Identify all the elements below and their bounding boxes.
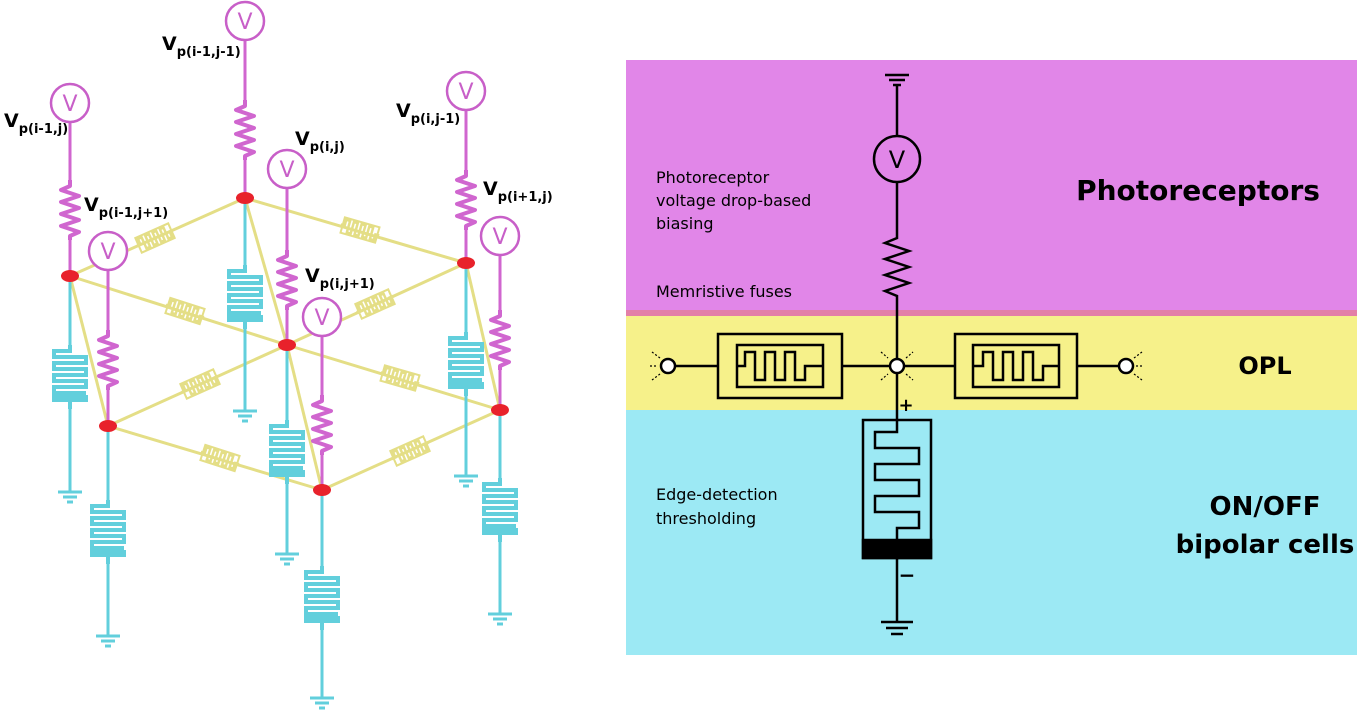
node-column-5 [302,336,342,710]
pixel-circuit-panel: Photoreceptors OPL ON/OFF bipolar cells … [626,60,1357,655]
junction-node [236,192,254,204]
photoreceptor-resistor-icon [881,230,913,366]
center-junction-node [888,357,906,375]
voltmeter-6: V [445,70,487,112]
voltmeter-symbol: V [100,240,115,265]
right-terminal-node [1117,357,1135,375]
voltmeter-symbol: V [492,225,507,250]
voltmeter-7: V [479,215,521,257]
junction-node [61,270,79,282]
node-label: Vp(i-1,j-1) [162,33,241,60]
junction-nodes [61,192,509,496]
opl-title: OPL [1238,352,1291,380]
voltmeter-1: V [49,82,91,124]
node-column-4 [267,188,307,566]
voltmeter-3: V [224,0,266,42]
junction-node [491,404,509,416]
node-column-3 [225,40,265,423]
node-column-7 [480,255,520,626]
voltmeter-icon [479,215,521,257]
photoreceptor-desc-line-1: Photoreceptor [656,168,770,187]
opl-band [626,316,1357,410]
top-ground-icon [885,73,909,136]
bipolar-band [626,410,1357,655]
photoreceptors-title: Photoreceptors [1076,174,1320,207]
junction-node [457,257,475,269]
band-divider [626,310,1357,316]
opl-memristor-left-icon [716,332,844,400]
voltmeter-symbol: V [889,146,906,174]
voltmeter-icon [49,82,91,124]
retina-grid-network: V V V V V V V [4,0,553,710]
photoreceptors-band [626,60,1357,316]
bipolar-desc-line-2: thresholding [656,509,756,528]
node-label: Vp(i-1,j) [4,110,68,137]
spark-marks [650,351,1144,381]
bipolar-desc-line-1: Edge-detection [656,485,778,504]
voltmeter-icon [87,230,129,272]
node-column-6 [446,110,486,488]
node-labels: Vp(i-1,j-1) Vp(i-1,j) Vp(i,j) Vp(i,j-1) … [4,33,553,292]
node-label: Vp(i,j+1) [305,265,375,292]
voltmeter-symbol: V [62,92,77,117]
node-column-1 [50,122,90,504]
opl-memristor-right-icon [953,332,1079,400]
node-column-2 [88,270,128,648]
voltmeter-icon [266,148,308,190]
voltmeter-symbol: V [237,10,252,35]
voltmeter-symbol: V [458,80,473,105]
node-label: Vp(i-1,j+1) [84,194,168,221]
voltmeter-icon [301,296,343,338]
pixel-circuit [659,73,1135,636]
junction-node [313,484,331,496]
junction-node [278,339,296,351]
voltmeter-2: V [87,230,129,272]
minus-sign: − [899,563,916,587]
voltmeter-icon [224,0,266,42]
left-terminal-node [659,357,677,375]
bipolar-title-line-2: bipolar cells [1176,530,1355,560]
photoreceptor-desc-line-2: voltage drop-based [656,191,811,210]
plus-sign: + [898,395,913,416]
voltmeter-symbol: V [279,158,294,183]
bottom-ground-icon [881,620,913,636]
node-label: Vp(i+1,j) [483,178,553,205]
photoreceptor-desc-line-3: biasing [656,214,713,233]
voltmeter-symbol: V [314,306,329,331]
memristive-fuses-label: Memristive fuses [656,282,792,301]
node-label: Vp(i,j) [295,128,345,155]
junction-node [99,420,117,432]
voltmeter-4: V [266,148,308,190]
bipolar-title-line-1: ON/OFF [1210,492,1321,522]
voltmeter-5: V [301,296,343,338]
voltmeter-icon [445,70,487,112]
node-label: Vp(i,j-1) [396,100,460,127]
